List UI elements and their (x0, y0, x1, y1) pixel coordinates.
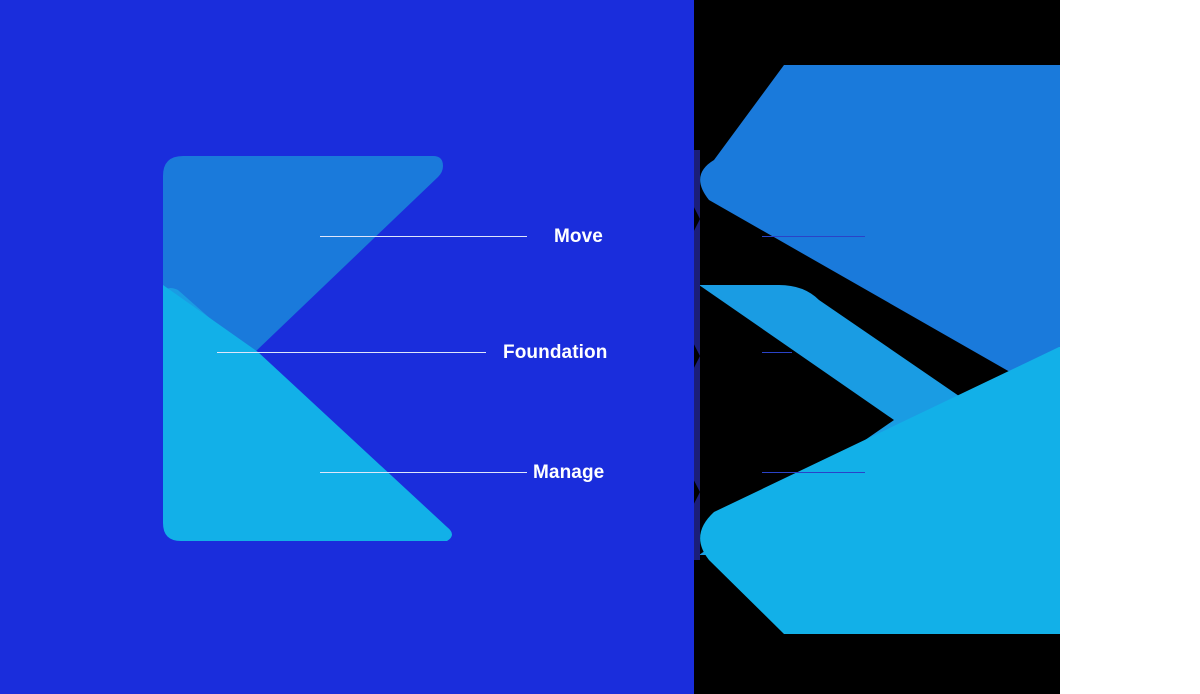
enlarged-chevron-mark (694, 0, 1060, 694)
callout-label-move: Move (554, 226, 603, 247)
enlarged-logo-panel (694, 0, 1060, 694)
callout-label-foundation: Foundation (503, 342, 608, 363)
leader-line-manage (320, 472, 527, 473)
right-white-margin (1060, 0, 1200, 694)
leader-line-move (320, 236, 527, 237)
manage-segment-enlarged (700, 347, 1060, 634)
leader-line-foundation-enlarged (762, 352, 792, 353)
manage-segment (163, 285, 452, 541)
leader-line-manage-enlarged (762, 472, 865, 473)
callout-label-manage: Manage (533, 462, 605, 483)
leader-line-foundation (217, 352, 486, 353)
chevron-mark (163, 156, 452, 541)
move-segment-enlarged (700, 65, 1060, 400)
leader-line-move-enlarged (762, 236, 865, 237)
primary-logo-panel: Move Foundation Manage (0, 0, 694, 694)
